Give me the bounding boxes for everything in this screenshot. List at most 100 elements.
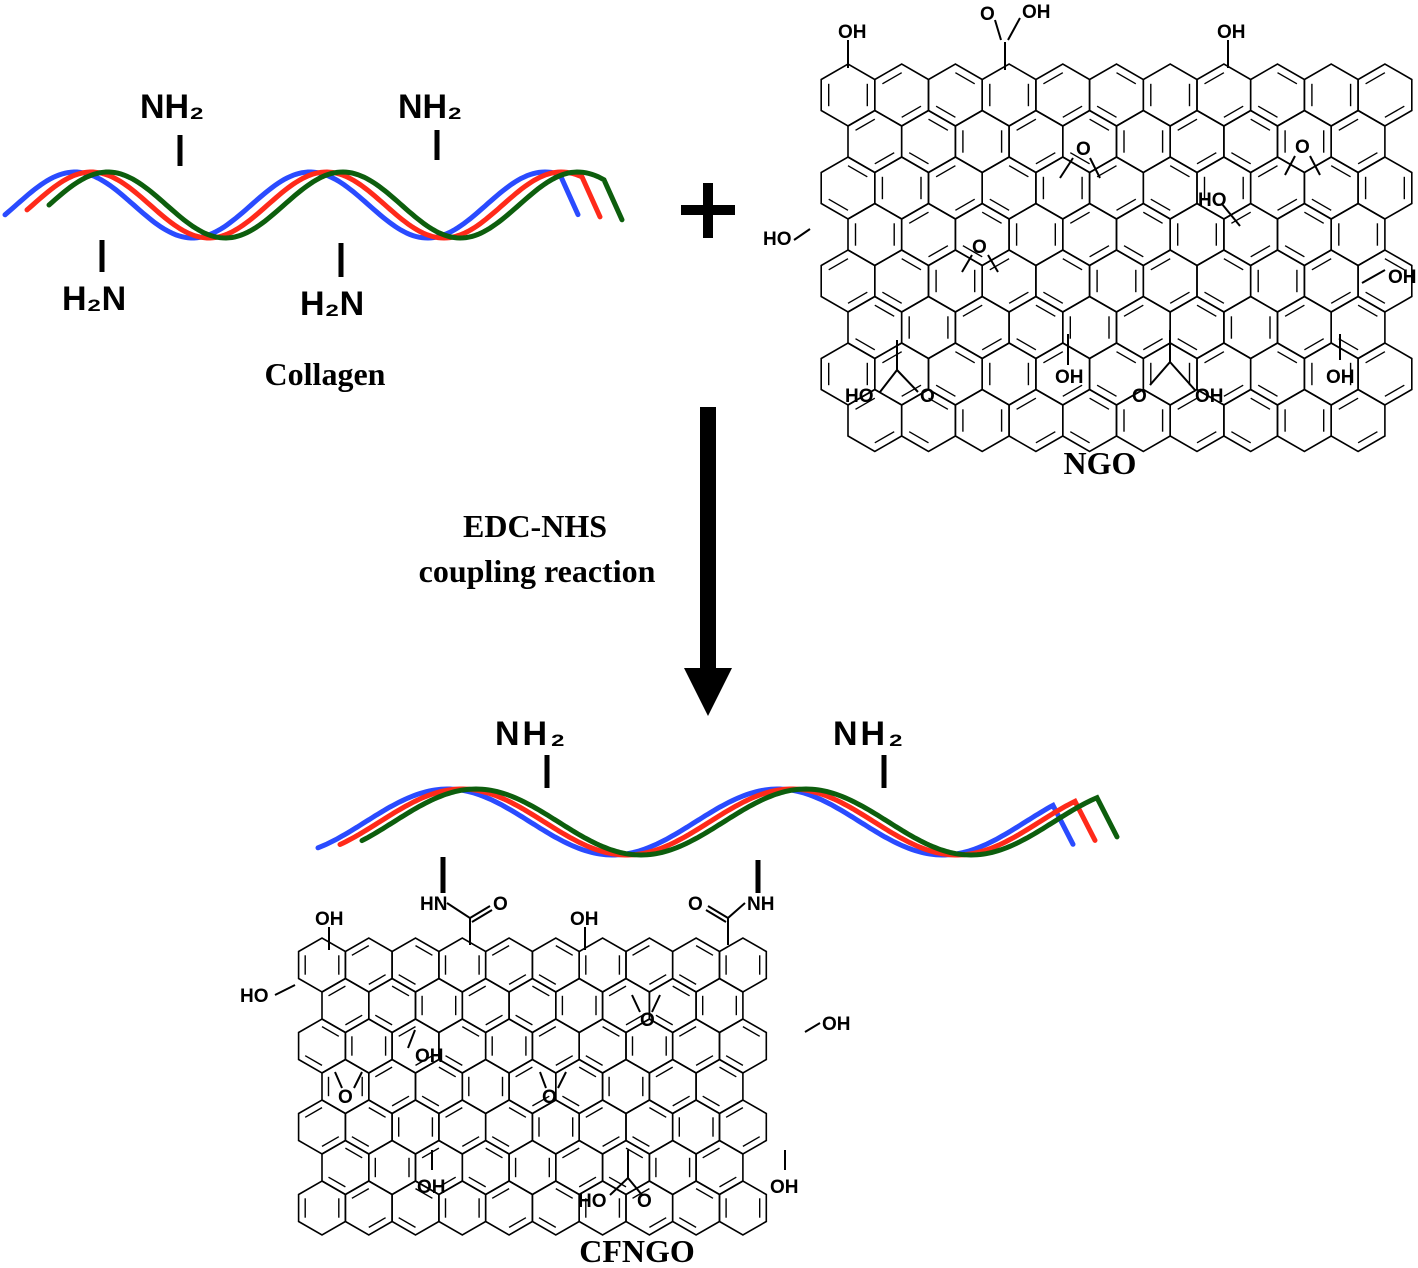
double-bond <box>1016 397 1037 410</box>
double-bond <box>578 1066 597 1078</box>
double-bond <box>1142 211 1163 224</box>
double-bond <box>398 974 416 986</box>
double-bond <box>1204 72 1225 85</box>
double-bond <box>882 291 903 304</box>
double-bond <box>445 1106 463 1118</box>
double-bond <box>1062 105 1083 118</box>
ngo-cooh-carbonyl-o: O <box>980 4 995 25</box>
reaction-arrow <box>684 407 732 716</box>
double-bond <box>485 1147 503 1159</box>
ngo-oh-bottom-right: OH <box>1326 367 1355 388</box>
ngo-graphene-sheet <box>820 63 1413 453</box>
double-bond <box>901 384 922 397</box>
double-bond <box>491 1136 510 1148</box>
double-bond <box>328 1176 346 1188</box>
double-bond <box>1062 258 1083 271</box>
double-bond <box>981 211 1002 224</box>
double-bond <box>602 1136 620 1148</box>
cfngo-oh-inner: OH <box>415 1046 444 1067</box>
ngo-ho-inner: HO <box>1198 190 1227 211</box>
ngo-cooh-oh-bottom: OH <box>1195 386 1224 407</box>
double-bond <box>508 1217 527 1229</box>
double-bond <box>351 944 370 956</box>
double-bond <box>1231 211 1252 224</box>
double-bond <box>935 105 956 118</box>
double-bond <box>1384 258 1405 271</box>
cfngo-amine-groups: NH₂ NH₂ <box>495 715 906 788</box>
ngo-cooh-ho-bottom-left: HO <box>845 386 874 407</box>
double-bond <box>1096 165 1117 178</box>
double-bond <box>374 1066 393 1078</box>
cfngo-linker-hn: HN <box>420 894 447 915</box>
double-bond <box>1338 338 1359 351</box>
cfngo-oh-top-left: OH <box>315 909 344 930</box>
double-bond <box>847 165 868 178</box>
double-bond <box>1357 431 1378 444</box>
cfngo-oh-top-middle: OH <box>570 909 599 930</box>
double-bond <box>901 105 922 118</box>
cfngo-linker-o-1: O <box>493 894 508 915</box>
double-bond <box>625 1014 644 1026</box>
collagen-label: Collagen <box>265 356 386 392</box>
double-bond <box>989 198 1010 211</box>
double-bond <box>562 1095 580 1107</box>
double-bond <box>1196 431 1217 444</box>
double-bond <box>491 944 510 956</box>
double-bond <box>955 72 976 85</box>
double-bond <box>538 1217 557 1229</box>
double-bond <box>908 211 929 224</box>
double-bond <box>719 1176 737 1188</box>
double-bond <box>1257 384 1278 397</box>
reaction-condition-line1: EDC-NHS <box>463 508 607 544</box>
double-bond <box>874 152 895 165</box>
ngo-functional-groups: OH O OH OH O O HO O HO OH OH HO O OH O O… <box>763 2 1417 407</box>
double-bond <box>1096 105 1117 118</box>
double-bond <box>1069 431 1090 444</box>
collagen-triple-helix <box>2 169 625 241</box>
double-bond <box>625 1147 644 1159</box>
collagen-h2n-label-1: H₂N <box>62 280 126 318</box>
double-bond <box>1284 304 1305 317</box>
double-bond <box>485 1014 503 1026</box>
double-bond <box>855 338 876 351</box>
double-bond <box>1035 152 1056 165</box>
cfngo-nh2-label-1: NH₂ <box>495 715 568 753</box>
double-bond <box>345 1147 363 1159</box>
cfngo-cooh-ho: HO <box>578 1191 607 1212</box>
double-bond <box>855 397 876 410</box>
cfngo-ho-left: HO <box>240 986 269 1007</box>
double-bond <box>351 1136 370 1148</box>
double-bond <box>702 1147 720 1159</box>
double-bond <box>1365 351 1386 364</box>
double-bond <box>398 1217 416 1229</box>
double-bond <box>1089 245 1110 258</box>
collagen-nh2-label-1: NH₂ <box>140 88 204 126</box>
double-bond <box>1304 338 1325 351</box>
double-bond <box>1169 165 1190 178</box>
strand-blue <box>2 169 581 241</box>
cfngo-amide-linkers: HN O NH O <box>420 857 774 945</box>
double-bond <box>989 258 1010 271</box>
ngo-oh-right: OH <box>1388 267 1417 288</box>
cfngo-nh2-label-2: NH₂ <box>833 715 906 753</box>
double-bond <box>1035 304 1056 317</box>
double-bond <box>672 985 690 997</box>
double-bond <box>1116 198 1137 211</box>
double-bond <box>1384 384 1405 397</box>
double-bond <box>981 338 1002 351</box>
reaction-condition-line2: coupling reaction <box>419 553 656 589</box>
double-bond <box>1223 105 1244 118</box>
double-bond <box>742 1025 761 1037</box>
ngo-cooh-o-bottom-left: O <box>920 386 935 407</box>
double-bond <box>508 974 527 986</box>
double-bond <box>1062 384 1083 397</box>
cfngo-linker-nh: NH <box>747 894 774 915</box>
double-bond <box>1096 384 1117 397</box>
double-bond <box>585 1106 603 1118</box>
double-bond <box>695 944 714 956</box>
ngo-oh-top-left: OH <box>838 22 867 43</box>
collagen-h2n-label-2: H₂N <box>300 285 364 323</box>
double-bond <box>321 1025 340 1037</box>
double-bond <box>1284 245 1305 258</box>
